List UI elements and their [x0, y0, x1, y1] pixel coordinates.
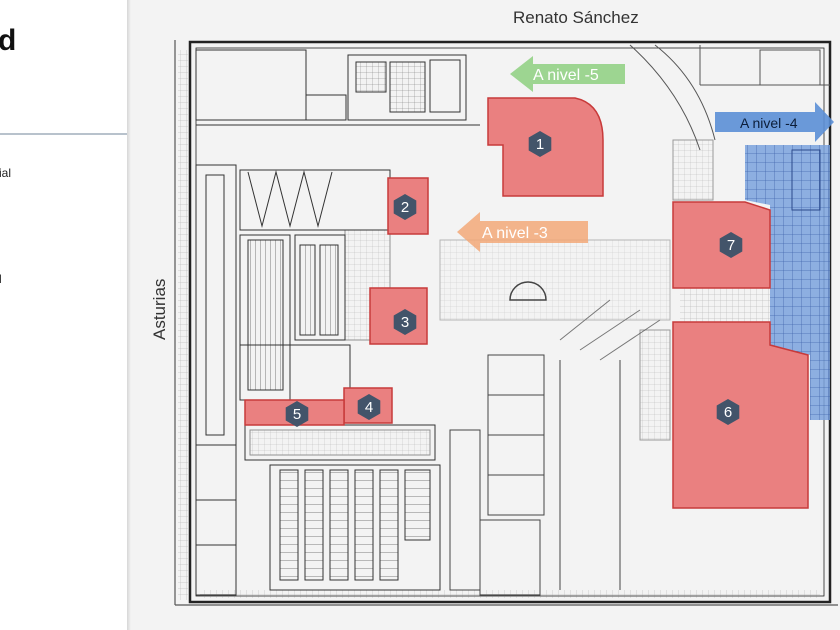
upper-service-rooms: [195, 49, 480, 126]
zone-badge-4: 4: [357, 394, 381, 420]
arrow-nivel-3-label: A nivel -3: [482, 225, 548, 242]
street-label-top: Renato Sánchez: [513, 8, 639, 27]
hexagon-icon: [393, 309, 417, 335]
corridor: [680, 288, 770, 322]
zone-badge-3: 3: [393, 309, 417, 335]
zone-number: 5: [293, 406, 301, 423]
zone-number: 3: [401, 314, 409, 331]
zone-badge-7: 7: [719, 232, 743, 258]
zone-badge-2: 2: [393, 194, 417, 220]
slide-divider: [127, 0, 131, 630]
street-label-left: Asturias: [150, 278, 169, 340]
zone-badge-5: 5: [285, 401, 309, 427]
hexagon-icon: [528, 131, 552, 157]
zone-badges: 1 2 3 4 5 6 7: [285, 131, 743, 427]
hexagon-icon: [357, 394, 381, 420]
hexagon-icon: [393, 194, 417, 220]
zone-badge-1: 1: [528, 131, 552, 157]
zone-number: 7: [727, 237, 735, 254]
zone-number: 1: [536, 136, 544, 153]
hexagon-icon: [719, 232, 743, 258]
sidebar-text-a: ial: [0, 166, 12, 180]
central-parking: [439, 139, 714, 596]
zone-6: [672, 321, 809, 509]
hexagon-icon: [716, 399, 740, 425]
sidebar-title: d: [0, 24, 17, 57]
zone-number: 4: [365, 399, 373, 416]
hexagon-icon: [285, 401, 309, 427]
zone-number: 6: [724, 404, 732, 421]
arrow-nivel-4-label: A nivel -4: [740, 115, 798, 131]
arrow-nivel-5: A nivel -5: [510, 56, 625, 92]
zone-number: 2: [401, 199, 409, 216]
zone-badge-6: 6: [716, 399, 740, 425]
arrow-nivel-4: A nivel -4: [715, 102, 834, 142]
sidebar-panel: d ial l: [0, 0, 128, 630]
arrow-nivel-5-label: A nivel -5: [533, 67, 599, 84]
blue-zone: [745, 145, 830, 420]
lower-left-rooms: [195, 424, 441, 596]
arrow-nivel-3: A nivel -3: [457, 212, 588, 252]
sidebar-text-b: l: [0, 272, 2, 286]
sidebar-divider: [0, 133, 128, 135]
ramp-curves: [629, 44, 830, 151]
wall-hatching: [178, 50, 820, 600]
